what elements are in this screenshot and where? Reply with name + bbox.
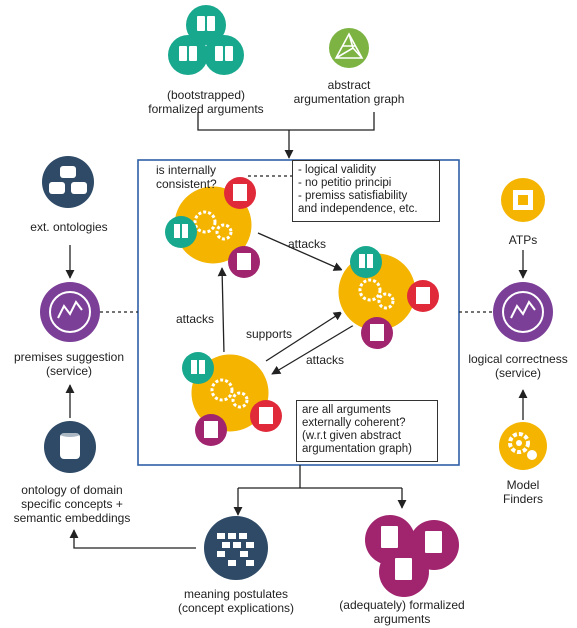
correctness-service-icon — [493, 282, 553, 342]
chip-icon — [501, 178, 545, 222]
premises-service-icon — [40, 282, 100, 342]
meaning-postulates-label: meaning postulates (concept explications… — [177, 587, 295, 615]
domain-ontology-label: ontology of domain specific concepts + s… — [13, 483, 131, 525]
database-icon — [44, 421, 96, 473]
abstract-graph-label: abstract argumentation graph — [293, 78, 405, 106]
adequate-arguments-label: (adequately) formalized arguments — [339, 598, 465, 626]
argument-cluster-3[interactable] — [182, 351, 282, 446]
abstract-graph-icon — [329, 28, 369, 68]
edge-supports-a3-a2 — [265, 311, 343, 362]
argument-cluster-1[interactable] — [165, 177, 260, 278]
logical-correctness-label: logical correctness (service) — [468, 352, 568, 380]
edge-label-attacks-top: attacks — [288, 237, 327, 251]
premises-suggestion-label: premises suggestion (service) — [13, 350, 125, 378]
top-merge-connector — [197, 112, 375, 159]
edge-label-attacks-left: attacks — [176, 312, 215, 326]
edge-attacks-a1-a2 — [257, 232, 343, 271]
edge-label-supports: supports — [246, 327, 293, 341]
arrow-meaning-postulates-to-ontology — [69, 529, 196, 549]
certificates-icon — [365, 515, 459, 597]
edge-attacks-a3-a1 — [217, 267, 227, 355]
atps-label: ATPs — [508, 233, 538, 247]
gear-icon — [499, 422, 547, 470]
external-coherence-note: are all arguments externally coherent? (… — [296, 400, 438, 462]
edge-attacks-a2-a3 — [271, 324, 355, 375]
internal-consistency-question: is internally consistent? — [156, 163, 217, 191]
bootstrapped-arguments-icon — [168, 5, 244, 75]
criteria-note: - logical validity - no petitio principi… — [292, 160, 440, 222]
ext-ontologies-label: ext. ontologies — [30, 220, 108, 234]
database-cluster-icon — [42, 156, 94, 208]
model-finders-label: Model Finders — [502, 478, 543, 506]
bootstrapped-arguments-label: (bootstrapped) formalized arguments — [148, 88, 264, 116]
argument-cluster-2[interactable] — [335, 246, 439, 349]
edge-label-attacks-bottom: attacks — [306, 353, 345, 367]
bottom-split-connector — [233, 465, 407, 516]
grid-matrix-icon — [204, 516, 268, 580]
